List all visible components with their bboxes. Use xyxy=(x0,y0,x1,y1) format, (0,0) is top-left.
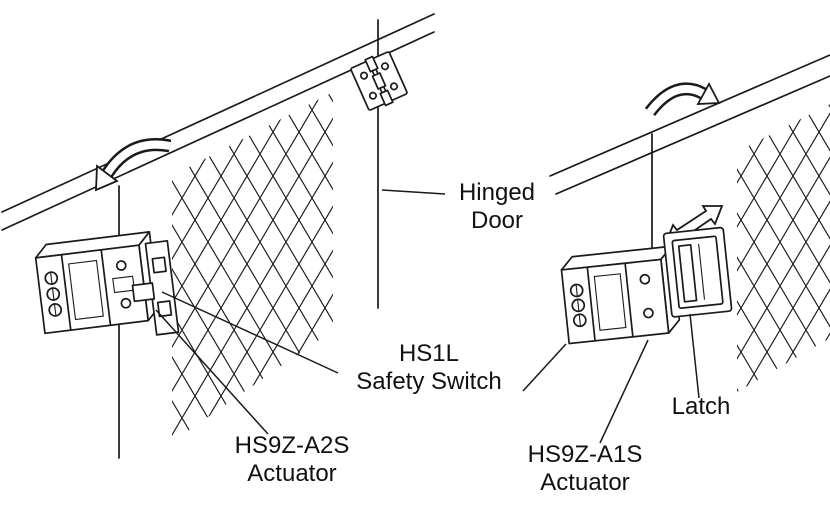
right-mesh-panel xyxy=(737,104,830,392)
label-actuator-a2s-line1: HS9Z-A2S xyxy=(235,432,350,459)
label-actuator-a2s-line2: Actuator xyxy=(247,460,336,487)
safety-switch-right xyxy=(560,245,681,345)
leader-actuator-a2s xyxy=(155,309,269,435)
leader-hinged-door xyxy=(381,189,446,195)
label-hinged-door-line1: Hinged xyxy=(459,179,535,206)
label-hinged-door-line2: Door xyxy=(471,207,523,234)
actuator-left xyxy=(131,240,180,336)
label-actuator-a1s-line1: HS9Z-A1S xyxy=(528,441,643,468)
leader-safety-switch-left xyxy=(161,291,339,374)
label-safety-switch-line1: HS1L xyxy=(399,340,459,367)
leader-lines xyxy=(155,189,700,444)
latch-receptacle xyxy=(662,226,733,318)
safety-switch-left xyxy=(34,230,160,335)
latch-bar xyxy=(677,243,698,303)
hinge-icon xyxy=(350,51,408,111)
leader-safety-switch-right xyxy=(522,343,567,392)
label-latch: Latch xyxy=(672,393,731,420)
leader-actuator-a1s xyxy=(599,339,649,444)
right-fence-rail xyxy=(549,54,830,195)
door-swing-arrow-left-icon xyxy=(95,138,172,192)
left-mesh-panel xyxy=(172,92,333,442)
label-actuator-a1s-line2: Actuator xyxy=(540,469,629,496)
label-safety-switch-line2: Safety Switch xyxy=(356,368,501,395)
leader-latch xyxy=(689,313,700,399)
door-swing-arrow-right-icon xyxy=(644,82,721,117)
